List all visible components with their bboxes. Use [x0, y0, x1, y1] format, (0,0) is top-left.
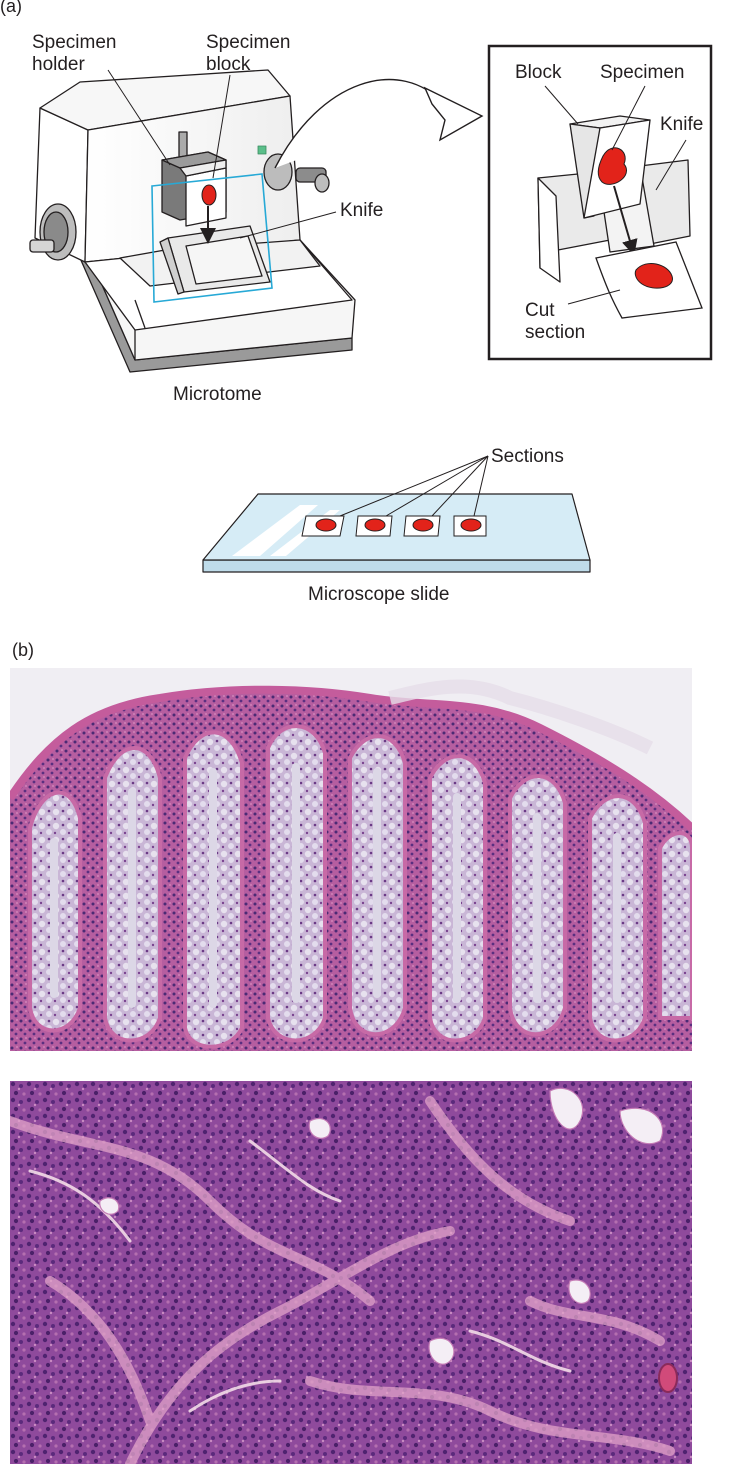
callout-arrowhead [423, 86, 484, 142]
carcinoma-tissue-micrograph [10, 1081, 692, 1464]
microtome-diagram [29, 44, 713, 573]
microtome-leaders [107, 69, 337, 239]
specimen-block-label: Specimen block [206, 32, 291, 75]
detail-specimen-label: Specimen [600, 62, 685, 83]
sections-label: Sections [491, 446, 564, 467]
microscope-slide-caption: Microscope slide [308, 584, 450, 605]
sections-leaders [339, 455, 489, 517]
detail-block-label: Block [515, 62, 562, 83]
microtome-caption: Microtome [173, 384, 262, 405]
detail-knife-label: Knife [660, 114, 704, 135]
panel-b-label: (b) [12, 640, 34, 660]
panel-a-label: (a) [0, 0, 22, 16]
cut-section-label: Cut section [525, 300, 586, 343]
microtome-machine [29, 69, 356, 373]
detail-leaders [544, 85, 687, 305]
normal-tissue-micrograph [10, 668, 692, 1051]
specimen-red-mark [201, 184, 217, 206]
callout-arrow [274, 79, 446, 169]
slide-sections [301, 515, 487, 537]
detail-cut-arrow [613, 185, 638, 256]
detail-specimen [597, 147, 627, 185]
cut-section-specimen [634, 262, 673, 289]
highlight-box [151, 173, 273, 303]
microscope-slide [202, 493, 591, 573]
knife-label: Knife [340, 200, 384, 221]
specimen-holder-label: Specimen holder [32, 32, 117, 75]
